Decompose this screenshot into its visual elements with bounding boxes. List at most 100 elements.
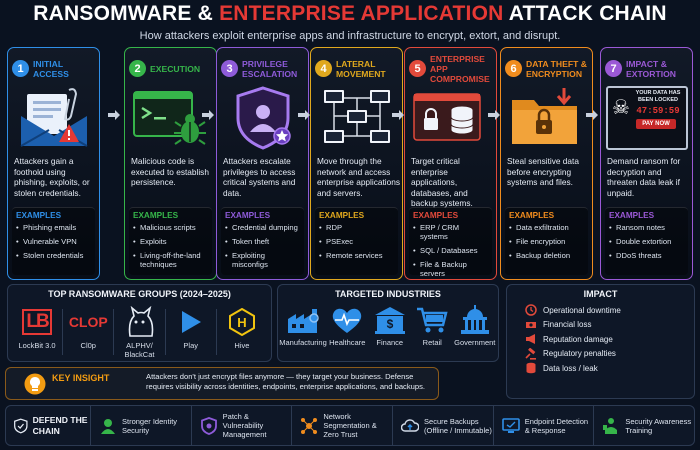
list-item: Stolen credentials [16,251,91,260]
examples-box: Examples RDP PSExec Remote services [315,207,398,275]
list-item: File & Backup servers [413,260,488,278]
shield-user-icon [236,86,291,150]
stage-description: Malicious code is executed to establish … [131,156,209,187]
impact-panel: Impact Operational downtime Financial lo… [506,284,695,399]
cat-icon [129,306,154,337]
list-item: Token theft [225,237,300,246]
stage-name: Privilege Escalation [242,58,298,79]
ransom-timer: 47:59:59 [636,106,680,116]
clop-logo: CLOP [68,314,108,330]
group-hive: H Hive [217,305,267,359]
industries-title: Targeted Industries [335,289,441,299]
network-icon [301,417,318,434]
list-item: Living-off-the-land techniques [133,251,208,269]
list-item: PSExec [319,237,394,246]
factory-icon [288,309,319,333]
defend-title: Defend the Chain [32,414,88,436]
stage-name: Enterprise App Compromise [430,53,490,84]
group-name: Play [183,341,198,350]
impact-title: Impact [583,289,618,299]
patch-shield-icon [200,416,217,435]
database-icon [526,362,536,374]
examples-label: Examples [413,211,459,220]
key-insight-text: Attackers don't just encrypt files anymo… [146,372,426,391]
arrow-right-icon [586,110,598,120]
impact-item: Financial loss [525,318,694,333]
play-icon [181,311,201,333]
group-name: ALPHV/ BlackCat [124,341,155,359]
list-item: Double extortion [609,237,684,246]
stage-number: 7 [605,60,622,77]
arrow-right-icon [202,110,214,120]
list-item: Malicious scripts [133,223,208,232]
stage-name: Lateral Movement [336,58,386,79]
arrow-right-icon [108,110,120,120]
examples-box: Examples ERP / CRM systems SQL / Databas… [409,207,492,278]
list-item: SQL / Databases [413,246,488,255]
stage-name: Initial Access [33,58,69,79]
group-play: Play [166,305,216,359]
ransom-message: YOUR DATA HAS BEEN LOCKED [635,90,681,103]
defense-identity: Stronger Identity Security [91,406,192,445]
stage-number: 1 [12,60,29,77]
stage-card-6: 6Data Theft & Encryption Steal sensitive… [500,47,593,280]
list-item: Credential dumping [225,223,300,232]
megaphone-icon [526,334,535,345]
list-item: File encryption [509,237,584,246]
stage-description: Steal sensitive data before encrypting s… [507,156,579,187]
impact-item: Data loss / leak [525,361,694,376]
stage-description: Attackers escalate privileges to access … [223,156,296,198]
defense-backups: Secure Backups (Offline / Immutable) [393,406,494,445]
capitol-icon [460,305,489,334]
endpoint-icon [501,417,520,433]
pay-now-button: PAY NOW [636,119,676,129]
stage-description: Demand ransom for decryption and threate… [607,156,681,198]
industries-panel: Targeted Industries Manufacturing Health… [277,284,499,362]
group-alphv: ALPHV/ BlackCat [114,305,164,359]
lock-database-icon [413,93,481,141]
arrow-right-icon [488,110,500,120]
arrow-right-icon [298,110,310,120]
stage-name: Execution [150,63,201,74]
defend-chain-bar: Defend the Chain Stronger Identity Secur… [5,405,695,446]
examples-label: Examples [133,211,179,220]
industry-healthcare: Healthcare [326,305,369,347]
page-title: Ransomware & Enterprise Application Atta… [0,2,700,26]
key-insight-banner: Key Insight Attackers don't just encrypt… [5,367,439,400]
training-icon [603,417,618,434]
clock-icon [525,304,537,316]
industry-retail: Retail [411,305,454,347]
list-item: ERP / CRM systems [413,223,488,241]
list-item: Ransom notes [609,223,684,232]
shield-check-icon [14,418,28,433]
examples-box: Examples Ransom notes Double extortion D… [605,207,688,275]
list-item: Vulnerable VPN [16,237,91,246]
skull-icon: ☠ [612,97,630,119]
examples-box: Examples Data exfiltration File encrypti… [505,207,588,275]
stage-name: Impact & Extortion [626,58,676,79]
stage-description: Move through the network and access ente… [317,156,401,198]
ransomware-groups-panel: Top Ransomware Groups (2024–2025) LB Loc… [7,284,272,362]
impact-item: Regulatory penalties [525,347,694,362]
group-clop: CLOP Cl0p [63,305,113,359]
arrow-right-icon [392,110,404,120]
title-part-3: Attack Chain [503,2,667,25]
examples-label: Examples [509,211,555,220]
stage-card-3: 3Privilege Escalation Attackers escalate… [216,47,309,280]
stage-number: 2 [129,60,146,77]
industry-finance: $ Finance [369,305,412,347]
svg-text:$: $ [386,317,393,331]
examples-label: Examples [609,211,655,220]
terminal-bug-icon [133,91,206,145]
network-computers-icon [324,90,390,143]
stage-card-2: 2 Execution Malicious code is executed to… [124,47,217,280]
list-item: Exploiting misconfigs [225,251,300,269]
list-item: Remote services [319,251,394,260]
heartbeat-icon [333,308,362,333]
industry-government: Government [454,305,497,347]
defense-endpoint: Endpoint Detection & Response [494,406,595,445]
defense-patch: Patch & Vulnerability Management [192,406,293,445]
groups-title: Top Ransomware Groups (2024–2025) [48,289,231,299]
list-item: Exploits [133,237,208,246]
title-part-2: Enterprise Application [219,2,504,25]
